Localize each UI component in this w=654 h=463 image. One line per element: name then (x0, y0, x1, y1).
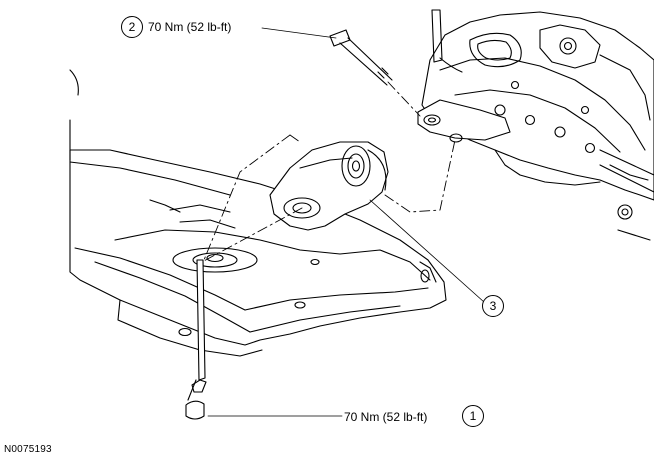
figure-id: N0075193 (4, 444, 52, 455)
transmission-bracket (417, 99, 511, 143)
lower-bolt (185, 259, 207, 420)
leader-lines (207, 27, 485, 417)
subframe (69, 69, 447, 357)
callout-3: 3 (482, 295, 504, 317)
mount-insulator (269, 141, 389, 231)
callout-2: 2 (121, 16, 143, 38)
upper-bolt (329, 29, 393, 86)
assembly-lines (201, 81, 456, 263)
callout-1: 1 (462, 405, 484, 427)
callout-2-torque: 70 Nm (52 lb-ft) (148, 20, 232, 34)
callout-1-torque: 70 Nm (52 lb-ft) (344, 410, 428, 424)
